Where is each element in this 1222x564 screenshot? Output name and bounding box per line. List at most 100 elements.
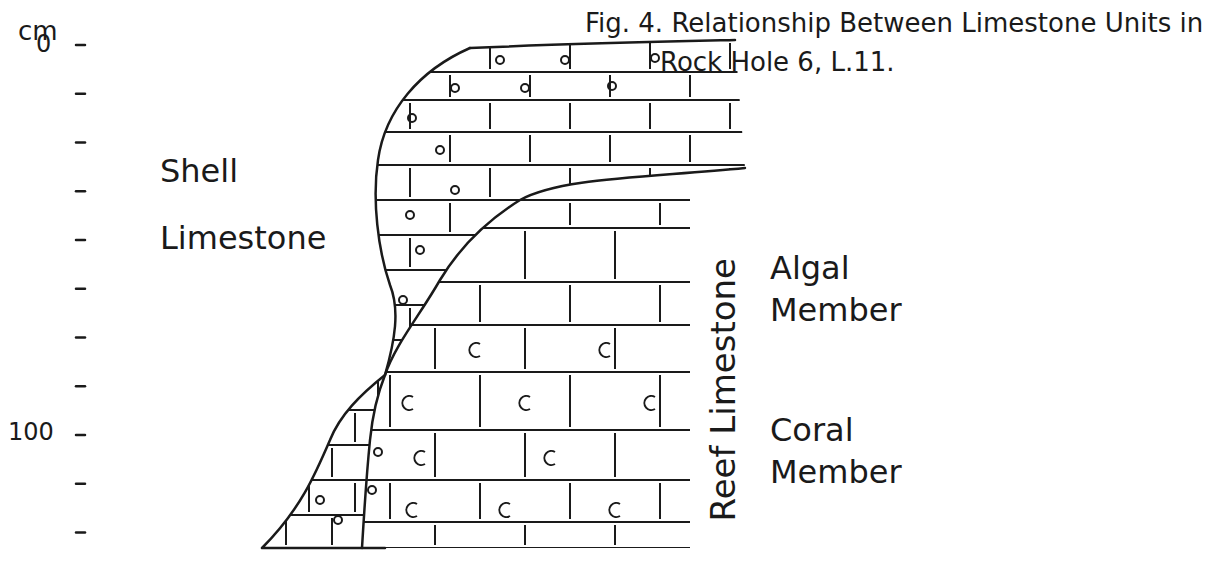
member-label: Coral Member	[770, 410, 940, 493]
shell-symbol	[651, 54, 659, 62]
joint-line	[389, 375, 391, 427]
bed-line	[330, 269, 760, 271]
coral-symbol	[402, 396, 413, 410]
joint-line	[529, 135, 531, 162]
coral-symbol	[544, 451, 555, 465]
shell-symbol	[608, 82, 616, 90]
coral-symbol	[406, 503, 417, 517]
shell-symbol	[408, 114, 416, 122]
joint-line	[449, 203, 451, 232]
bed-line	[240, 444, 400, 446]
axis-tick	[76, 93, 85, 96]
joint-line	[689, 203, 691, 232]
joint-line	[354, 483, 356, 512]
joint-line	[331, 448, 333, 477]
shell-symbol	[521, 84, 529, 92]
joint-line	[649, 238, 651, 267]
joint-line	[344, 433, 346, 477]
joint-line	[434, 433, 436, 477]
joint-line	[569, 168, 571, 197]
joint-line	[344, 525, 346, 545]
shell-symbol	[334, 516, 342, 524]
shell-symbol	[316, 496, 324, 504]
bed-line	[300, 521, 690, 523]
joint-line	[569, 238, 571, 267]
coral-symbol	[499, 503, 510, 517]
joint-line	[262, 413, 264, 442]
joint-line	[659, 483, 661, 519]
bed-line	[240, 514, 400, 516]
axis-tick	[76, 288, 85, 291]
shell-symbol	[451, 186, 459, 194]
bed-line	[300, 281, 690, 283]
joint-line	[609, 273, 611, 302]
joint-line	[329, 168, 331, 197]
shell-symbol	[561, 56, 569, 64]
axis-value: 0	[36, 30, 51, 58]
joint-line	[729, 168, 731, 197]
joint-line	[369, 343, 371, 375]
joint-line	[489, 238, 491, 267]
joint-line	[649, 308, 651, 337]
joint-line	[369, 203, 371, 232]
joint-line	[409, 43, 411, 69]
shell-outline	[376, 48, 470, 375]
bed-line	[330, 164, 760, 166]
joint-line	[239, 378, 241, 407]
joint-line	[614, 231, 616, 279]
joint-line	[609, 203, 611, 232]
joint-line	[569, 285, 571, 322]
unit-label: Reef Limestone	[705, 258, 742, 521]
joint-line	[659, 375, 661, 427]
joint-line	[524, 328, 526, 369]
bedding	[330, 40, 760, 378]
joint-line	[377, 518, 379, 545]
axis-tick	[76, 531, 85, 534]
coral-symbol	[599, 343, 610, 357]
coral-symbol	[414, 451, 425, 465]
joint-line	[569, 375, 571, 427]
joint-line	[377, 448, 379, 477]
joint-line	[409, 238, 411, 267]
joint-line	[434, 525, 436, 545]
joint-line	[409, 168, 411, 197]
member-label: Algal Member	[770, 248, 940, 331]
joint-line	[689, 273, 691, 302]
bed-line	[300, 429, 690, 431]
coral-symbol	[644, 396, 655, 410]
joint-line	[529, 343, 531, 375]
joint-line	[329, 238, 331, 267]
joint-line	[344, 231, 346, 279]
joint-line	[389, 483, 391, 519]
bed-line	[240, 479, 400, 481]
joint-line	[285, 448, 287, 477]
joint-line	[331, 518, 333, 545]
joint-line	[609, 343, 611, 375]
joint-line	[329, 103, 331, 129]
joint-line	[239, 518, 241, 545]
joint-line	[569, 483, 571, 519]
joint-line	[609, 75, 611, 97]
bed-line	[300, 371, 690, 373]
joint-line	[479, 375, 481, 427]
axis-tick	[76, 434, 85, 437]
shell-symbol	[368, 486, 376, 494]
bed-line	[330, 234, 760, 236]
axis-tick	[76, 336, 85, 339]
coral-symbol	[519, 396, 530, 410]
shell-symbol	[416, 246, 424, 254]
joint-line	[344, 328, 346, 369]
joint-line	[434, 328, 436, 369]
joint-line	[569, 203, 571, 225]
joint-line	[479, 483, 481, 519]
joint-line	[489, 103, 491, 129]
joint-line	[689, 135, 691, 162]
figure-title: Fig. 4. Relationship Between Limestone U…	[585, 4, 1220, 82]
axis-tick	[76, 385, 85, 388]
joint-line	[299, 375, 301, 427]
axis-tick	[76, 141, 85, 144]
joint-line	[479, 285, 481, 322]
joint-line	[529, 203, 531, 232]
unit-label: Shell Limestone	[160, 138, 370, 272]
shell-symbol	[399, 296, 407, 304]
